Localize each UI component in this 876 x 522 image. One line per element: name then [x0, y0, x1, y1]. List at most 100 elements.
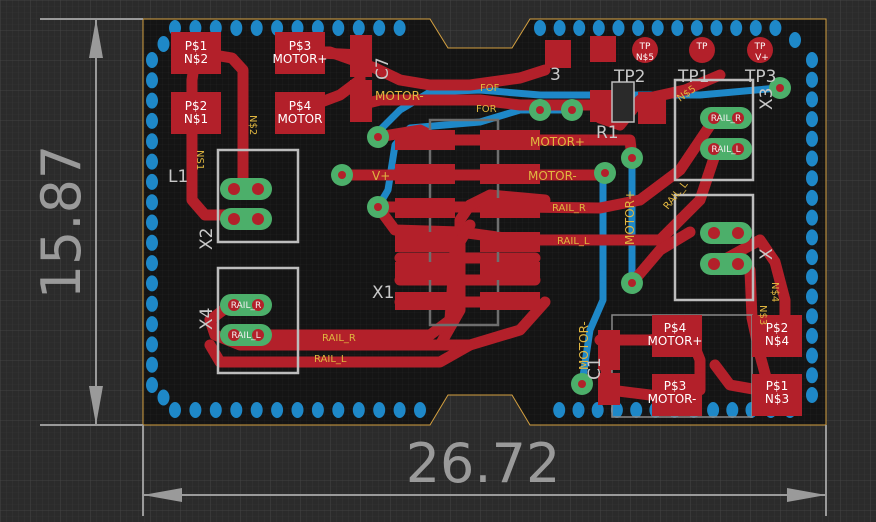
pad-rail-l: RAIL_L: [231, 331, 260, 341]
label-motor-plus2: MOTOR+: [648, 334, 703, 348]
label-tp-c: TP: [754, 42, 766, 52]
pour-dot: [806, 327, 818, 344]
refdes-x1: X1: [372, 283, 394, 303]
net-motor-plus: MOTOR+: [530, 135, 585, 149]
pour-dot: [806, 52, 818, 68]
smd-pads: [171, 32, 802, 416]
pad-rail-l-right: RAIL_L: [711, 145, 740, 155]
silkscreen-outlines: [216, 78, 755, 418]
net-vplus: V+: [372, 169, 390, 183]
pour-dot: [209, 402, 222, 418]
label-motor: MOTOR: [278, 112, 323, 126]
pour-dot: [230, 402, 243, 418]
pour-dot: [146, 52, 158, 68]
net-ns2: N$2: [247, 115, 258, 135]
label-motor-minus2: MOTOR-: [648, 392, 697, 406]
pour-dot: [806, 170, 818, 187]
pour-dot: [373, 402, 386, 418]
pour-dot: [806, 130, 818, 147]
pour-dot: [612, 20, 625, 36]
pour-dot: [789, 32, 801, 48]
pour-dot: [553, 20, 566, 36]
label-ps2: P$2: [185, 99, 208, 113]
pour-dot: [806, 91, 818, 108]
refdes-c1: C1: [585, 357, 605, 380]
label-ns3: N$3: [765, 392, 789, 406]
test-points: [632, 37, 773, 63]
net-motor-minus-vertical: MOTOR-: [577, 321, 591, 370]
label-ps4b: P$4: [664, 321, 687, 335]
pour-dot: [630, 402, 643, 418]
refdes-tp3: TP3: [744, 67, 776, 87]
net-rail-l-bottom: RAIL_L: [314, 354, 347, 365]
net-rail-r-bottom: RAIL_R: [322, 333, 356, 344]
width-dimension: [142, 425, 827, 516]
pour-dot: [534, 20, 546, 36]
label-tp-a: TP: [639, 42, 651, 52]
net-rail-r: RAIL_R: [552, 203, 586, 214]
net-ns4: N$4: [769, 282, 780, 302]
pour-dot: [352, 20, 365, 36]
pour-dot: [393, 402, 406, 418]
pour-dot: [169, 402, 181, 418]
pour-dot: [146, 234, 158, 251]
label-ps2b: P$2: [766, 321, 789, 335]
pour-dot: [806, 367, 818, 384]
refdes-tp1: TP1: [677, 67, 709, 87]
refdes-c3: 3: [550, 65, 561, 85]
pour-dot: [157, 389, 170, 406]
label-ps1b: P$1: [766, 379, 789, 393]
pour-dot: [230, 20, 243, 36]
label-ps3: P$3: [289, 39, 312, 53]
refdes-x-right: X: [757, 248, 777, 260]
height-dimension-label: 15.87: [30, 145, 93, 300]
net-fof: FOF: [480, 83, 500, 94]
pour-dot: [707, 402, 720, 418]
pour-dot: [651, 20, 664, 36]
pour-dot: [806, 288, 818, 305]
pour-dot: [573, 20, 586, 36]
pour-dot: [806, 387, 818, 403]
ic-x1-pads: [395, 130, 540, 310]
refdes-l1: L1: [168, 167, 188, 187]
label-ns5: N$5: [636, 53, 654, 63]
pour-dot: [553, 402, 566, 418]
pour-dot: [726, 402, 739, 418]
connector-pad-holes: [228, 112, 744, 341]
height-dimension: [40, 18, 143, 426]
pour-dot: [189, 402, 202, 418]
pour-dot: [146, 133, 158, 150]
pour-dot: [373, 20, 386, 36]
net-rail-l: RAIL_L: [557, 236, 590, 247]
label-ns1: N$1: [184, 112, 208, 126]
label-ns2: N$2: [184, 52, 208, 66]
pour-dot: [146, 92, 158, 109]
pour-dot: [769, 20, 782, 36]
pour-dot: [332, 402, 345, 418]
pour-dot: [806, 268, 818, 285]
pour-dot: [591, 402, 604, 418]
pad-rail-r: RAIL_R: [231, 301, 261, 311]
pour-dot: [250, 20, 263, 36]
refdes-r1: R1: [596, 123, 619, 143]
pour-dot: [352, 402, 365, 418]
net-for: FOR: [476, 104, 497, 115]
label-ps3b: P$3: [664, 379, 687, 393]
net-ns1: NS1: [194, 150, 205, 170]
pour-dot: [146, 173, 158, 190]
pour-dot: [271, 402, 284, 418]
pour-dot: [414, 402, 426, 418]
pour-dot: [146, 336, 158, 353]
pour-dot: [146, 72, 158, 89]
pour-dot: [610, 402, 623, 418]
pour-dot: [291, 402, 304, 418]
pad-rail-r-right: RAIL_R: [711, 114, 741, 124]
pour-dot: [632, 20, 645, 36]
pour-dot: [806, 229, 818, 246]
label-ps4: P$4: [289, 99, 312, 113]
refdes-x4: X4: [197, 308, 217, 330]
net-motor-plus-vertical: MOTOR+: [623, 190, 637, 245]
via-holes: [338, 84, 784, 388]
pour-dot: [393, 20, 406, 36]
